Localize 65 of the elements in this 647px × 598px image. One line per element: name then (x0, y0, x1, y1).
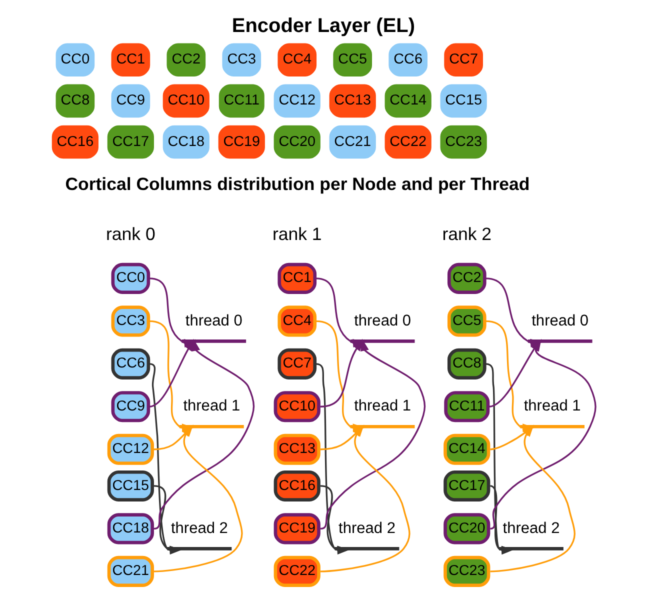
node-box: CC6 (110, 348, 150, 380)
node-box: CC4 (277, 43, 316, 77)
diagram-title: Encoder Layer (EL) (231, 15, 414, 38)
node-box: CC8 (446, 348, 486, 380)
node-box: CC11 (218, 84, 264, 118)
label: rank 0 (106, 224, 155, 244)
node-box: CC3 (222, 43, 261, 77)
node-text: thread 2 (502, 520, 560, 537)
node-box: CC9 (110, 391, 150, 422)
node-box: CC20 (273, 125, 320, 159)
node-box: CC19 (218, 125, 264, 159)
node-box: CC23 (443, 556, 490, 587)
node-box: CC1 (110, 43, 150, 77)
node-text: thread 0 (354, 312, 411, 330)
arrow (320, 485, 350, 554)
node-box: CC15 (106, 470, 154, 502)
node-box: CC17 (443, 470, 490, 502)
node-box: CC18 (162, 125, 209, 159)
node-box: CC14 (443, 434, 490, 465)
node-box: CC2 (166, 43, 206, 77)
node-box: CC11 (444, 391, 490, 422)
node-text: thread 1 (523, 398, 580, 415)
node-box: CC14 (384, 84, 431, 118)
node-box: CC21 (106, 556, 154, 587)
node-box: CC10 (162, 84, 209, 118)
node-text: thread 0 (531, 312, 588, 330)
node-box: CC12 (106, 434, 154, 465)
node-box: CC1 (277, 262, 316, 294)
node-box: CC23 (440, 125, 486, 159)
node-box: CC13 (273, 434, 320, 465)
node-box: CC20 (443, 513, 490, 544)
node-box: CC16 (273, 470, 320, 502)
label: Cortical Columns distribution per Node and per Thread (64, 174, 530, 194)
node-box: CC0 (110, 262, 150, 294)
node-box: CC15 (440, 84, 486, 118)
node-box: CC7 (444, 43, 482, 77)
node-box: CC17 (106, 125, 154, 159)
node-box: CC7 (277, 348, 316, 380)
node-box: CC3 (110, 306, 150, 337)
label: rank 1 (272, 224, 322, 244)
node-text: thread 2 (338, 520, 395, 537)
node-box: CC4 (277, 306, 316, 337)
node-box: CC10 (273, 391, 320, 422)
node-box: CC6 (388, 43, 427, 77)
node-box: CC12 (273, 84, 320, 118)
node-box: CC19 (273, 513, 320, 544)
node-text: thread 0 (184, 312, 242, 330)
node-box: CC9 (110, 84, 150, 118)
node-text: thread 2 (170, 520, 228, 537)
node-box: CC13 (328, 84, 376, 118)
node-box: CC22 (273, 556, 320, 587)
node-box: CC0 (55, 43, 94, 77)
node-text: thread 1 (182, 398, 240, 415)
node-box: CC18 (106, 513, 154, 544)
node-text: thread 1 (354, 398, 411, 415)
node-box: CC16 (51, 125, 98, 159)
node-box: CC21 (328, 125, 376, 159)
node-box: CC5 (332, 43, 372, 77)
arrow (489, 485, 514, 554)
node-box: CC8 (55, 84, 94, 118)
label: rank 2 (442, 224, 492, 244)
arrow (315, 363, 350, 554)
node-box: CC2 (446, 262, 486, 294)
node-box: CC22 (384, 125, 431, 159)
node-box: CC5 (446, 306, 486, 337)
